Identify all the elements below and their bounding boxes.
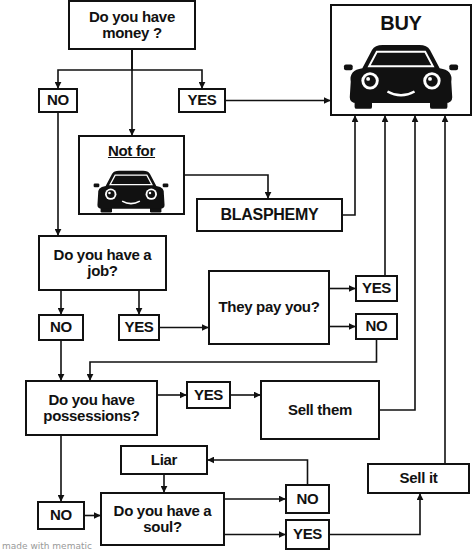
process-box: Sell them	[260, 380, 380, 440]
node-text: BLASPHEMY	[221, 206, 319, 224]
answer-box: NO	[285, 484, 330, 514]
flow-arrow	[60, 341, 62, 380]
buy-box: BUY	[330, 4, 472, 116]
node-text: YES	[187, 92, 216, 109]
answer-box: NO	[355, 313, 398, 340]
flow-arrow	[225, 534, 285, 536]
decision-box: Do you have a job?	[38, 235, 167, 291]
answer-box: YES	[355, 275, 398, 302]
node-text: YES	[293, 526, 322, 543]
node-text: NO	[366, 318, 388, 335]
answer-box: NO	[37, 501, 85, 530]
flow-arrow	[57, 113, 59, 235]
car-icon	[344, 45, 458, 109]
decision-box: They pay you?	[208, 270, 330, 345]
flow-arrow	[380, 116, 415, 410]
flow-arrow	[158, 394, 186, 396]
flow-arrow	[160, 327, 208, 329]
node-text: Do you have a soul?	[102, 503, 223, 536]
answer-box: YES	[285, 519, 330, 550]
flow-arrow	[163, 475, 165, 492]
node-text: NO	[47, 92, 69, 109]
flow-arrow	[90, 340, 377, 380]
answer-box: YES	[178, 88, 226, 113]
flow-arrow	[131, 50, 133, 135]
flow-arrow	[138, 291, 140, 314]
flow-arrow	[384, 116, 386, 275]
flow-arrow	[343, 116, 355, 215]
node-text: Do you have money ?	[70, 9, 194, 42]
flow-arrow	[226, 100, 330, 102]
answer-box: YES	[186, 381, 231, 409]
process-box: BLASPHEMY	[196, 198, 343, 232]
node-text: Sell them	[288, 402, 352, 419]
flow-arrow	[330, 326, 355, 328]
node-text: YES	[194, 387, 223, 404]
answer-box: NO	[38, 88, 78, 113]
flow-arrow	[208, 460, 308, 484]
flow-arrow	[132, 50, 202, 88]
not-for-box: Not for	[78, 135, 185, 215]
flow-arrow	[60, 291, 62, 314]
answer-box: NO	[38, 314, 84, 341]
node-text: BUY	[380, 12, 421, 34]
node-text: Do you have a job?	[40, 247, 165, 280]
node-text: NO	[297, 491, 319, 508]
flow-arrow	[60, 436, 62, 501]
answer-box: YES	[118, 314, 160, 341]
flow-arrow	[330, 494, 420, 535]
flow-arrow	[231, 394, 260, 396]
process-box: Liar	[120, 445, 208, 475]
node-text: Not for	[108, 143, 155, 160]
decision-box: Do you have a soul?	[100, 492, 225, 546]
node-text: NO	[50, 319, 72, 336]
node-text: YES	[124, 319, 153, 336]
flow-arrow	[58, 50, 132, 88]
flow-arrow	[185, 175, 268, 198]
car-icon	[94, 171, 169, 213]
node-text: Sell it	[400, 470, 438, 487]
decision-box: Do you have possessions?	[25, 380, 158, 436]
node-text: NO	[50, 507, 72, 524]
node-text: Liar	[151, 452, 177, 469]
flow-arrow	[444, 116, 446, 463]
flow-arrow	[330, 288, 355, 290]
watermark: made with mematic	[2, 541, 92, 551]
process-box: Sell it	[367, 463, 470, 494]
decision-box: Do you have money ?	[68, 0, 196, 50]
node-text: YES	[362, 280, 391, 297]
flow-arrow	[85, 515, 100, 517]
flow-arrow	[225, 498, 285, 500]
node-text: They pay you?	[218, 299, 319, 316]
node-text: Do you have possessions?	[27, 392, 156, 425]
